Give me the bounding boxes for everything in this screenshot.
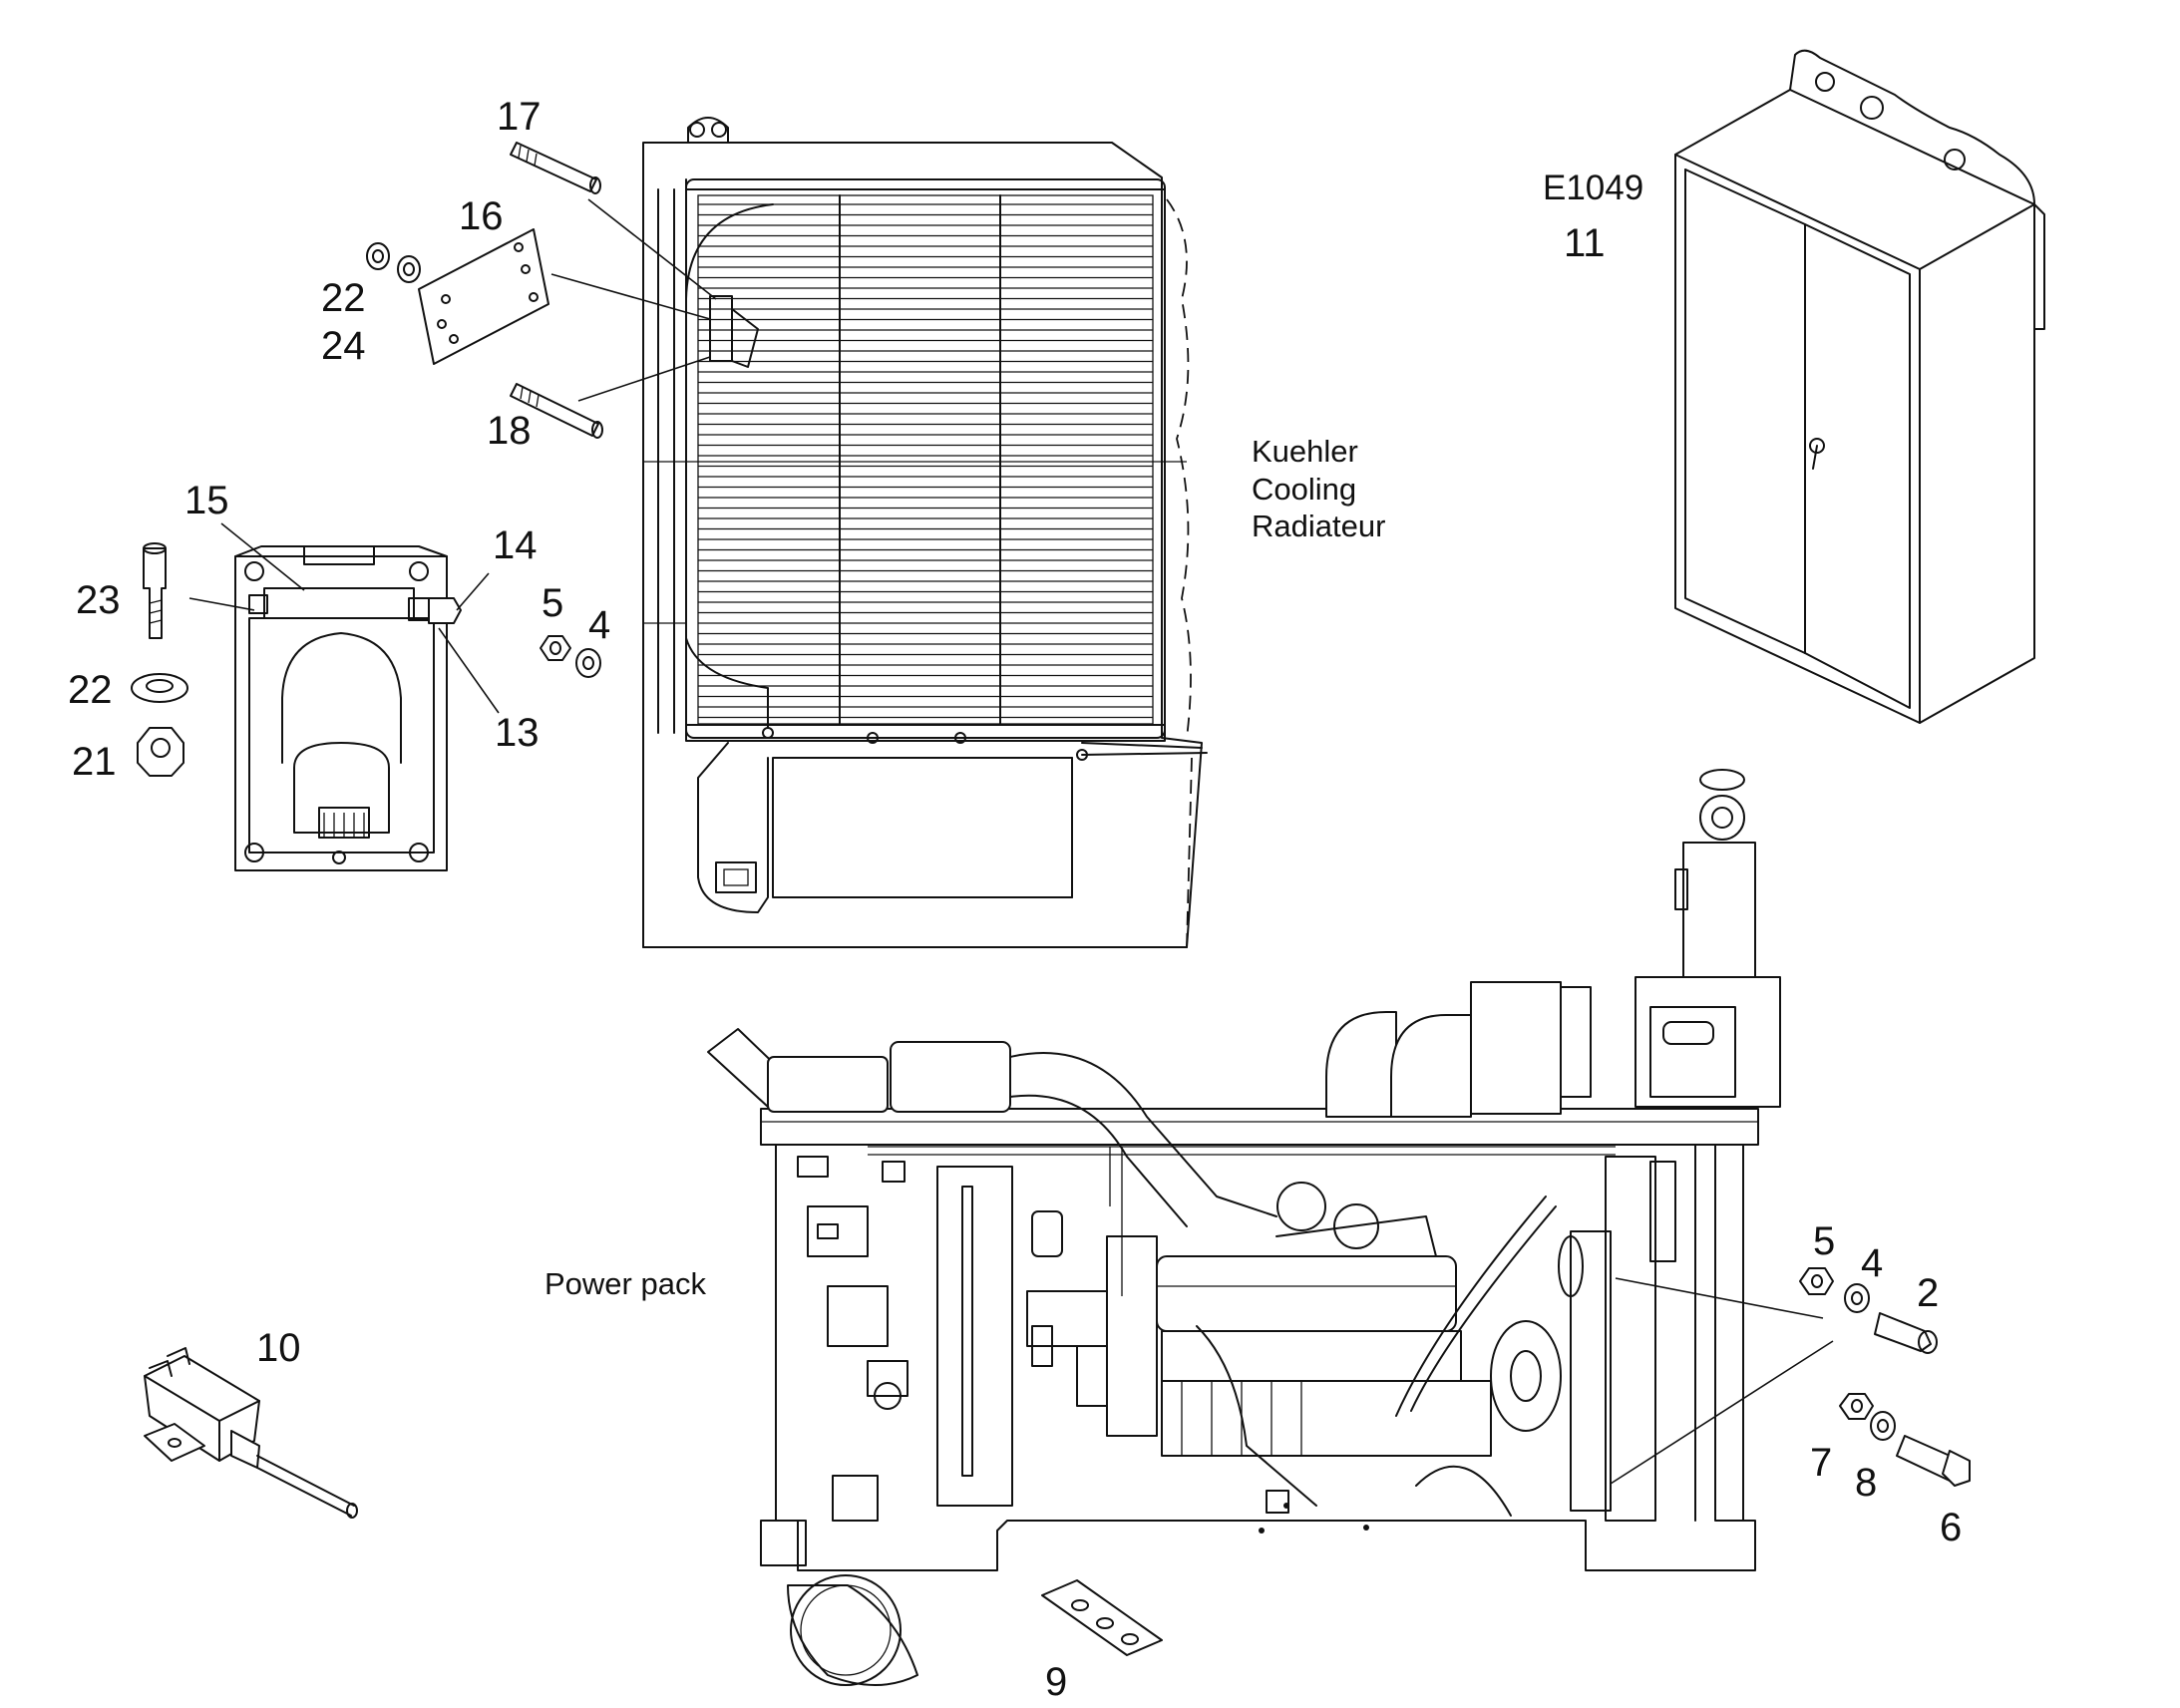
callout-11: 11 (1564, 221, 1606, 265)
callout-22: 22 (321, 276, 366, 320)
callout-8: 8 (1855, 1461, 1877, 1505)
power-pack-assembly (707, 769, 1781, 1686)
callout-2: 2 (1917, 1271, 1939, 1315)
plate-9 (1041, 1579, 1163, 1656)
callout-5: 5 (542, 581, 563, 625)
callout-22: 22 (68, 668, 113, 712)
callout-21: 21 (72, 740, 117, 784)
callout-9: 9 (1045, 1660, 1067, 1704)
callout-24: 24 (321, 324, 366, 368)
leader-lines (188, 198, 1834, 1485)
fasteners-right (1799, 1267, 1971, 1487)
callout-7: 7 (1810, 1441, 1832, 1485)
labels: 17 16 22 24 18 15 14 23 5 4 22 13 21 E10… (68, 95, 1962, 1704)
control-cabinet (1674, 49, 2045, 724)
radiator-assembly (642, 117, 1208, 948)
plate-16-assembly (366, 142, 603, 439)
callout-14: 14 (493, 523, 538, 567)
callout-16: 16 (459, 194, 504, 238)
callout-13: 13 (495, 711, 540, 755)
heater-10 (144, 1347, 358, 1519)
callout-15: 15 (184, 479, 229, 522)
callout-6: 6 (1940, 1506, 1962, 1549)
radiator-label-en: Cooling (1252, 472, 1356, 507)
bracket-15-assembly (131, 542, 601, 871)
callout-5: 5 (1813, 1219, 1835, 1263)
callout-17: 17 (497, 95, 542, 139)
radiator-label-de: Kuehler (1252, 434, 1358, 469)
radiator-label-fr: Radiateur (1252, 509, 1385, 543)
power-pack-label: Power pack (545, 1266, 706, 1301)
callout-4: 4 (588, 603, 610, 647)
part-code: E1049 (1543, 169, 1643, 207)
callout-10: 10 (256, 1326, 301, 1370)
callout-23: 23 (76, 578, 121, 622)
callout-18: 18 (487, 409, 532, 453)
callout-4: 4 (1861, 1241, 1883, 1285)
radiator-fins (698, 203, 1153, 719)
